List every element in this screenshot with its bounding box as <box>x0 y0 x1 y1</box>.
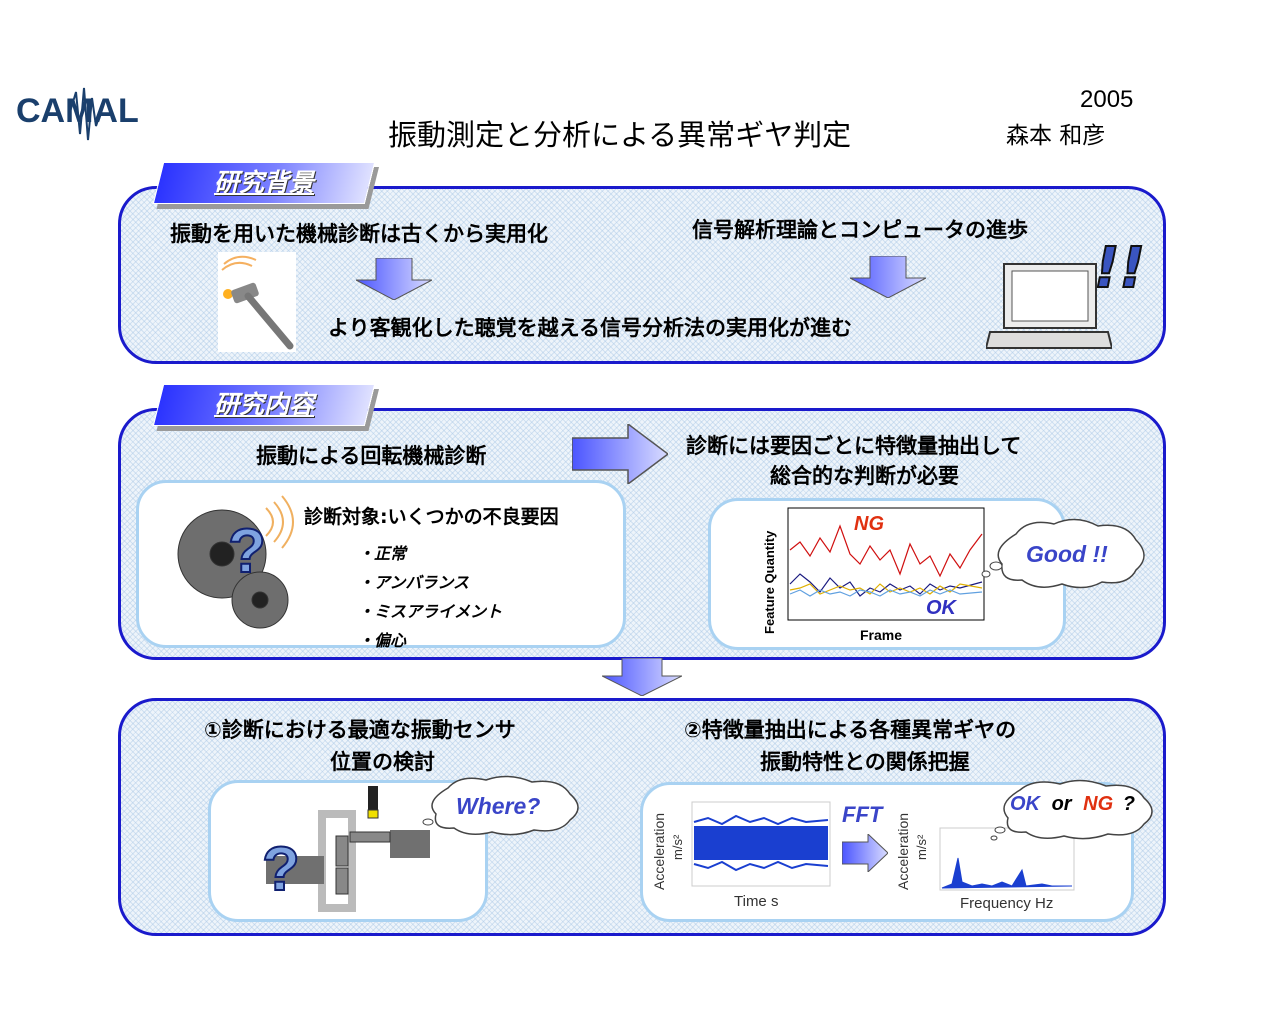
sensor-position-heading-2: 位置の検討 <box>330 750 435 774</box>
right-arrow <box>572 424 668 484</box>
ok-series-2 <box>789 583 983 595</box>
exclaim-mark: !! <box>1093 235 1146 302</box>
time-signal <box>694 826 828 860</box>
time-y-label-1: Acceleration <box>651 813 667 890</box>
cause-eccentricity: ・偏心 <box>358 631 407 650</box>
cause-normal: ・正常 <box>358 544 407 563</box>
ok-series-3 <box>789 589 983 597</box>
time-x-label: Time s <box>734 893 778 910</box>
down-arrow-right <box>850 256 926 298</box>
ng-text: NG <box>1083 793 1113 815</box>
where-cloud: Where? <box>422 775 579 836</box>
feature-extraction-heading-2: 総合的な判断が必要 <box>770 464 959 488</box>
freq-x-label: Frequency Hz <box>960 895 1053 912</box>
gearbox-image: ? <box>261 786 432 912</box>
relationship-heading-1: ②特徴量抽出による各種異常ギヤの <box>684 718 1017 742</box>
feature-extraction-heading-1: 診断には要因ごとに特徴量抽出して <box>686 434 1022 458</box>
down-arrow-center <box>602 658 682 696</box>
freq-plot: Frequency Hz Acceleration m/s² <box>895 813 1075 912</box>
ng-label: NG <box>854 513 884 535</box>
svg-text:?: ? <box>262 835 300 904</box>
sensor-position-heading-1: ①診断における最適な振動センサ <box>204 718 516 742</box>
causes-list: ・正常 ・アンバランス ・ミスアライメント ・偏心 <box>358 540 502 656</box>
ok-series-1 <box>789 573 983 597</box>
feature-chart: NG OK Frame Feature Quantity <box>762 507 985 643</box>
page-title: 振動測定と分析による異常ギヤ判定 <box>388 118 852 152</box>
fft-label: FFT <box>842 802 883 827</box>
signal-theory-text: 信号解析理論とコンピュータの進歩 <box>692 218 1028 242</box>
ok-label: OK <box>926 597 958 619</box>
section-tab-background: 研究背景 <box>152 162 376 204</box>
author: 森本 和彦 <box>1006 123 1106 149</box>
y-axis-label: Feature Quantity <box>762 530 777 634</box>
relationship-heading-2: 振動特性との関係把握 <box>760 750 970 774</box>
freq-spectrum <box>941 857 1073 889</box>
hammer-image <box>218 252 296 352</box>
svg-text:?: ? <box>228 517 266 586</box>
ok-or-ng-cloud: OK or NG ? <box>990 779 1153 841</box>
down-arrow-left <box>356 258 432 300</box>
section-tab-content: 研究内容 <box>152 384 376 426</box>
good-cloud: Good !! <box>981 518 1145 589</box>
time-plot: Time s Acceleration m/s² <box>651 801 831 910</box>
x-axis-label: Frame <box>860 627 902 643</box>
rotary-diagnosis-heading: 振動による回転機械診断 <box>256 444 487 468</box>
year: 2005 <box>1080 86 1134 113</box>
result-text: より客観化した聴覚を越える信号分析法の実用化が進む <box>328 316 852 340</box>
good-text: Good !! <box>1026 541 1108 567</box>
camal-logo: CAMAL <box>16 87 139 141</box>
cause-misalignment: ・ミスアライメント <box>358 602 503 621</box>
svg-text:OK or NG ?: OK or NG ? <box>1010 793 1135 815</box>
freq-y-label-1: Acceleration <box>895 813 911 890</box>
ng-series <box>789 524 983 578</box>
cause-unbalance: ・アンバランス <box>358 573 470 592</box>
where-text: Where? <box>456 793 540 819</box>
or-text: or <box>1052 793 1073 815</box>
gears-image: ? <box>177 495 294 629</box>
vibration-history-text: 振動を用いた機械診断は古くから実用化 <box>170 222 548 246</box>
ok-text: OK <box>1010 793 1042 815</box>
diagnosis-target-box <box>136 480 626 648</box>
laptop-icon <box>986 263 1112 349</box>
diagnosis-target-label: 診断対象:いくつかの不良要因 <box>304 506 559 528</box>
question-text: ? <box>1123 793 1135 815</box>
fft-arrow <box>842 834 888 872</box>
time-y-label-2: m/s² <box>670 834 685 860</box>
freq-y-label-2: m/s² <box>914 834 929 860</box>
